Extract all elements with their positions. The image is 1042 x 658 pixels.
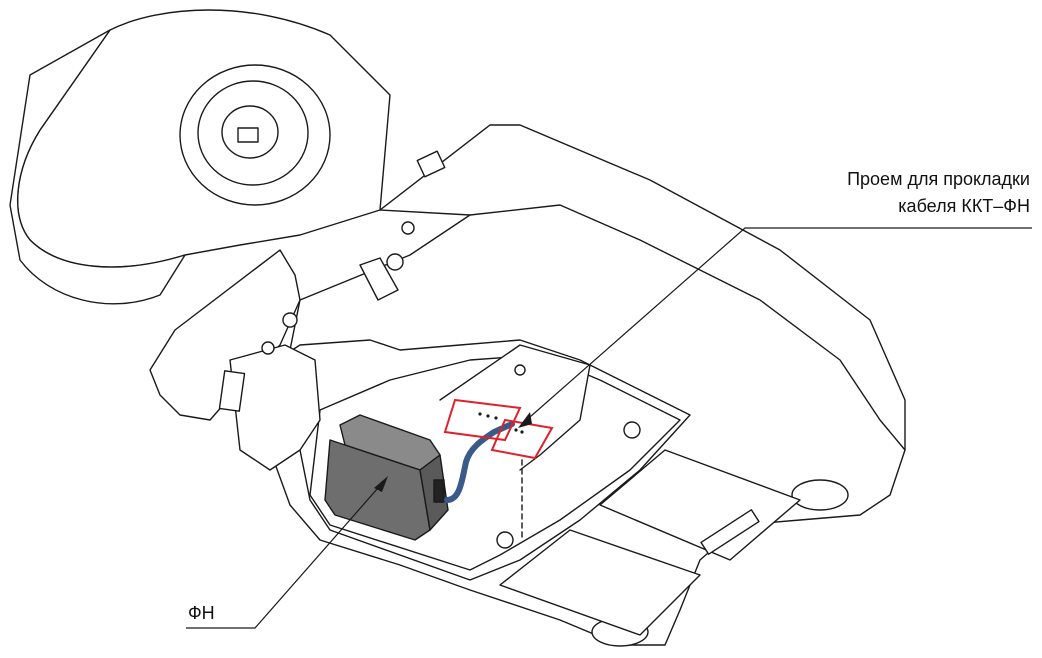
fiscal-drive-front	[324, 439, 431, 541]
callout-cable-opening-line2: кабеля ККТ–ФН	[898, 196, 1030, 216]
screw-5	[386, 253, 404, 271]
screw-3	[623, 421, 641, 439]
top-shell	[379, 124, 906, 451]
cover-side-band	[9, 29, 186, 305]
screw-2	[261, 341, 275, 355]
label-plate-upper	[599, 449, 801, 561]
leader-cable-opening	[521, 227, 1032, 425]
bracket-slot	[218, 370, 246, 412]
vent-grille	[700, 509, 760, 555]
screw-6	[401, 221, 415, 235]
screw-7	[514, 364, 526, 376]
mounting-bracket	[229, 344, 321, 471]
leader-arrow-fiscal-drive	[374, 476, 388, 492]
leader-fiscal-drive	[186, 479, 386, 629]
roll-key-slot	[237, 127, 259, 143]
side-post	[359, 257, 399, 301]
fiscal-drive	[324, 414, 449, 541]
callout-fiscal-drive: ФН	[188, 603, 215, 623]
screw-4	[496, 531, 514, 549]
callout-cable-opening: Проем для прокладки кабеля ККТ–ФН	[700, 166, 1030, 220]
label-plate-lower	[499, 529, 701, 636]
cover-lip	[149, 249, 301, 421]
rubber-foot-right	[791, 479, 849, 511]
kkt-fn-cable	[444, 421, 515, 503]
screw-1	[282, 312, 298, 328]
leader-arrow-cable-opening	[518, 412, 532, 428]
cable-opening-highlight	[443, 398, 554, 460]
leader-lines	[186, 227, 1032, 629]
side-connector	[416, 150, 446, 178]
fiscal-drive-connector	[433, 479, 445, 503]
callout-cable-opening-line1: Проем для прокладки	[847, 169, 1030, 189]
